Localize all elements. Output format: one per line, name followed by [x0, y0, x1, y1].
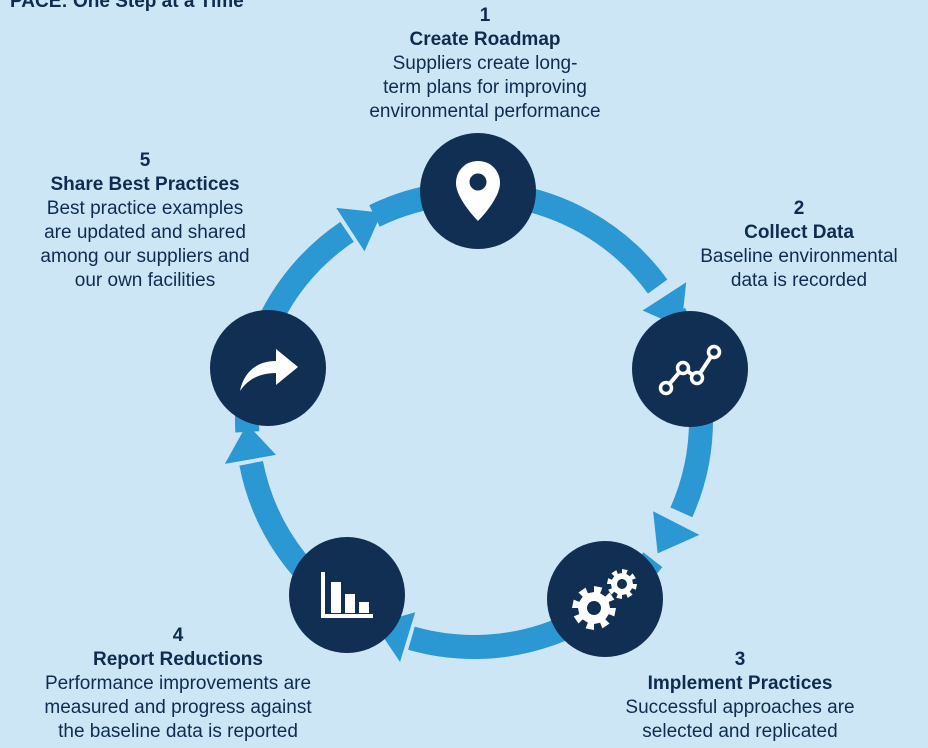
step-2-desc-line: Baseline environmental	[700, 246, 898, 267]
bar-chart-icon	[319, 570, 375, 620]
step-4-number: 4	[172, 625, 184, 646]
step-5-heading: Share Best Practices	[50, 174, 240, 195]
step-3-desc-line: selected and replicated	[642, 721, 838, 742]
ring-arrowhead	[653, 511, 700, 554]
step-3-text: 3 Implement Practices Successful approac…	[580, 648, 900, 744]
step-3-node	[547, 541, 663, 657]
step-4-desc-line: the baseline data is reported	[58, 721, 298, 742]
location-pin-icon	[453, 159, 503, 223]
step-2-number: 2	[793, 198, 805, 219]
gear-hole	[617, 579, 627, 589]
step-1-number: 1	[479, 5, 491, 26]
step-1-node	[420, 133, 536, 249]
step-2-node	[632, 311, 748, 427]
step-5-desc-line: Best practice examples	[46, 198, 244, 219]
step-2-desc-line: data is recorded	[730, 270, 868, 291]
step-5-desc-line: our own facilities	[74, 270, 216, 291]
step-1-desc-line: term plans for improving	[383, 77, 587, 98]
step-4-text: 4 Report Reductions Performance improvem…	[8, 624, 348, 744]
line-chart-icon	[658, 342, 722, 396]
ring-arrowhead	[224, 423, 277, 464]
ring-arrowhead	[336, 207, 382, 252]
step-3-number: 3	[734, 649, 746, 670]
step-4-desc-line: Performance improvements are	[44, 673, 312, 694]
step-1-heading: Create Roadmap	[409, 29, 561, 50]
step-5-desc-line: are updated and shared	[44, 222, 246, 243]
step-4-desc-line: measured and progress against	[44, 697, 312, 718]
share-arrow-icon	[236, 343, 300, 393]
page-title: PACE: One Step at a Time	[10, 0, 244, 12]
step-1-desc-line: Suppliers create long-	[392, 53, 578, 74]
gears-icon	[570, 566, 640, 632]
gear-hole	[587, 601, 601, 615]
step-2-text: 2 Collect Data Baseline environmental da…	[668, 197, 928, 293]
step-4-node	[289, 537, 405, 653]
step-1-desc-line: environmental performance	[369, 101, 601, 122]
step-1-text: 1 Create Roadmap Suppliers create long- …	[320, 4, 650, 124]
step-4-heading: Report Reductions	[93, 649, 263, 670]
step-5-desc-line: among our suppliers and	[40, 246, 250, 267]
step-2-heading: Collect Data	[744, 222, 854, 243]
step-3-desc-line: Successful approaches are	[625, 697, 855, 718]
step-5-node	[210, 310, 326, 426]
step-5-text: 5 Share Best Practices Best practice exa…	[0, 149, 290, 293]
step-5-number: 5	[139, 150, 151, 171]
step-3-heading: Implement Practices	[647, 673, 833, 694]
